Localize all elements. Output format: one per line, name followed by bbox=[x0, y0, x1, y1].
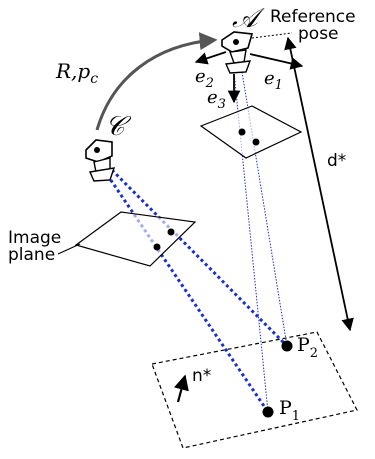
image-plane-label-line1: Image bbox=[8, 228, 61, 248]
current-image-point-1 bbox=[153, 243, 161, 251]
distance-arrow bbox=[284, 36, 354, 332]
distance-label: d* bbox=[327, 151, 346, 171]
reference-pose-label-line1: Reference bbox=[270, 7, 356, 27]
transform-label: R,p bbox=[55, 59, 90, 83]
e2-subscript: 2 bbox=[205, 76, 214, 91]
point-p1 bbox=[262, 406, 274, 418]
transform-arc bbox=[95, 32, 218, 131]
current-camera-rays bbox=[102, 168, 289, 413]
current-camera-label: 𝒞 bbox=[105, 111, 132, 142]
current-image-point-2 bbox=[167, 228, 175, 236]
p2-subscript: 2 bbox=[310, 346, 318, 361]
e3-subscript: 3 bbox=[218, 97, 226, 112]
e1-label: e bbox=[264, 68, 275, 89]
e1-subscript: 1 bbox=[275, 78, 283, 93]
svg-text:e3: e3 bbox=[207, 87, 226, 112]
reference-image-plane bbox=[199, 105, 303, 159]
current-image-plane bbox=[74, 211, 197, 267]
svg-text:e2: e2 bbox=[195, 66, 214, 91]
normal-arrow bbox=[173, 374, 189, 403]
p1-label: P bbox=[279, 397, 292, 419]
e2-arrow bbox=[194, 51, 227, 65]
e2-label: e bbox=[195, 66, 206, 87]
svg-text:e1: e1 bbox=[264, 68, 283, 93]
object-plane bbox=[151, 331, 358, 449]
svg-text:P2: P2 bbox=[297, 334, 318, 361]
normal-label: n* bbox=[192, 366, 211, 386]
reference-image-point-1 bbox=[238, 128, 246, 136]
svg-text:R,pc: R,pc bbox=[55, 59, 98, 87]
reference-dashed-line bbox=[251, 32, 293, 39]
reference-camera bbox=[221, 31, 254, 74]
svg-text:P1: P1 bbox=[279, 397, 300, 424]
point-p2 bbox=[281, 340, 293, 352]
p2-label: P bbox=[297, 334, 310, 356]
current-camera bbox=[85, 139, 116, 182]
reference-camera-label: 𝒜 bbox=[232, 3, 265, 34]
reference-pose-label-line2: pose bbox=[298, 24, 339, 44]
image-plane-label-line2: plane bbox=[8, 245, 55, 265]
transform-subscript: c bbox=[90, 71, 98, 87]
e3-label: e bbox=[207, 87, 218, 108]
image-plane-pointer bbox=[57, 243, 81, 255]
p1-subscript: 1 bbox=[292, 409, 300, 424]
reference-image-point-2 bbox=[252, 138, 260, 146]
